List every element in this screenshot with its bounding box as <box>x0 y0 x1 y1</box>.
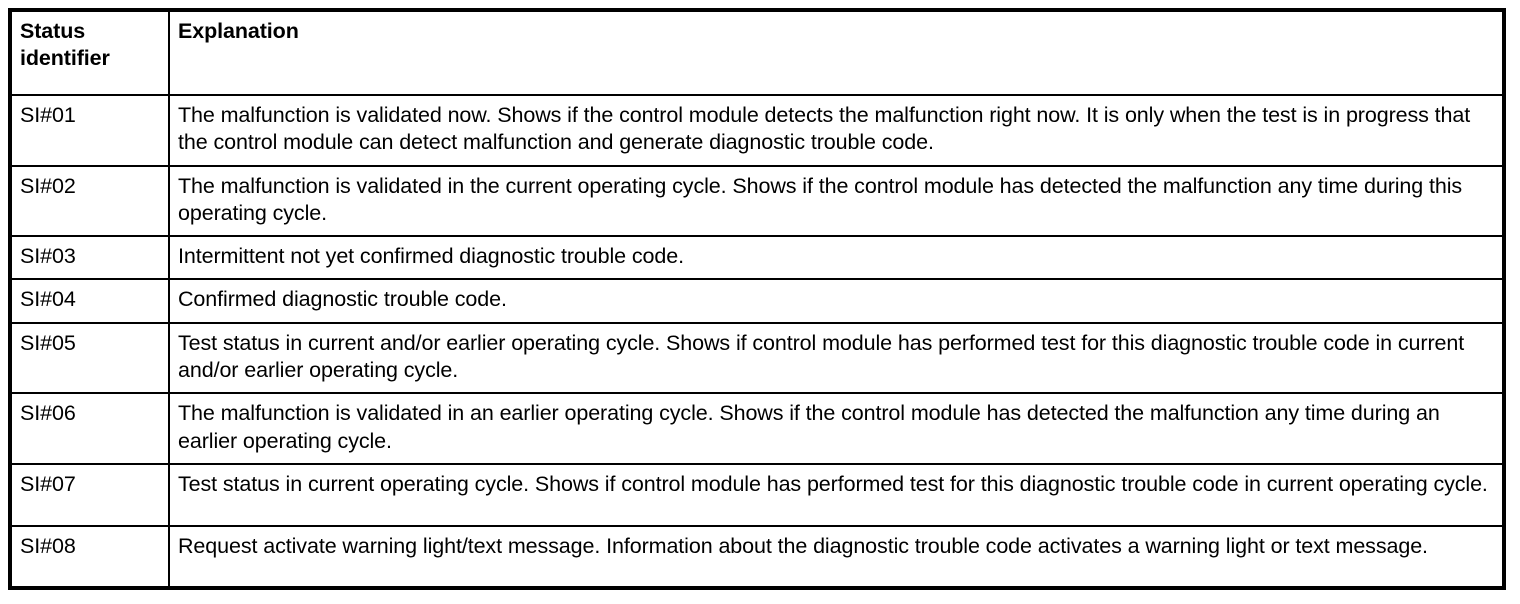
column-header-status-identifier-line2: identifier <box>20 46 110 71</box>
table-row: SI#05 Test status in current and/or earl… <box>10 321 1504 395</box>
table-row: SI#03 Intermittent not yet confirmed dia… <box>10 235 1504 281</box>
explanation-value: Intermittent not yet confirmed diagnosti… <box>178 244 684 269</box>
explanation-value: The malfunction is validated in the curr… <box>178 173 1463 225</box>
status-identifier-value: SI#04 <box>20 287 76 312</box>
explanation-value: Confirmed diagnostic trouble code. <box>178 287 507 312</box>
explanation-cell: Intermittent not yet confirmed diagnosti… <box>168 235 1504 281</box>
table-row: SI#08 Request activate warning light/tex… <box>10 524 1504 588</box>
table-header-row: Status identifier Explanation <box>10 10 1504 96</box>
explanation-value: Request activate warning light/text mess… <box>178 533 1428 558</box>
status-identifier-value: SI#06 <box>20 401 76 426</box>
table-row: SI#06 The malfunction is validated in an… <box>10 392 1504 465</box>
explanation-value: The malfunction is validated in an earli… <box>178 401 1440 453</box>
table-row: SI#04 Confirmed diagnostic trouble code. <box>10 278 1504 324</box>
column-header-explanation-label: Explanation <box>178 19 299 43</box>
explanation-value: Test status in current and/or earlier op… <box>178 330 1465 383</box>
table-row: SI#02 The malfunction is validated in th… <box>10 164 1504 238</box>
status-identifier-value: SI#07 <box>20 471 76 496</box>
explanation-cell: The malfunction is validated now. Shows … <box>168 94 1504 167</box>
explanation-cell: Test status in current and/or earlier op… <box>168 321 1504 395</box>
status-identifier-value: SI#02 <box>20 173 76 198</box>
explanation-cell: Test status in current operating cycle. … <box>168 462 1504 527</box>
status-identifier-value: SI#05 <box>20 330 76 355</box>
table-body: SI#01 The malfunction is validated now. … <box>10 94 1504 588</box>
column-header-status-identifier: Status identifier <box>10 10 170 96</box>
status-identifier-cell: SI#06 <box>10 392 170 465</box>
explanation-cell: Confirmed diagnostic trouble code. <box>168 278 1504 324</box>
table-row: SI#01 The malfunction is validated now. … <box>10 94 1504 167</box>
explanation-cell: The malfunction is validated in an earli… <box>168 392 1504 465</box>
explanation-value: Test status in current operating cycle. … <box>178 471 1488 496</box>
explanation-cell: Request activate warning light/text mess… <box>168 524 1504 588</box>
explanation-cell: The malfunction is validated in the curr… <box>168 164 1504 238</box>
status-identifier-value: SI#01 <box>20 103 76 127</box>
table-header: Status identifier Explanation <box>10 10 1504 96</box>
column-header-status-identifier-line1: Status <box>20 19 86 43</box>
status-identifier-cell: SI#03 <box>10 235 170 281</box>
status-identifier-value: SI#03 <box>20 244 76 269</box>
status-identifier-cell: SI#02 <box>10 164 170 238</box>
status-identifier-cell: SI#04 <box>10 278 170 324</box>
column-header-explanation: Explanation <box>168 10 1504 96</box>
table-row: SI#07 Test status in current operating c… <box>10 462 1504 527</box>
status-identifier-cell: SI#07 <box>10 462 170 527</box>
status-identifier-value: SI#08 <box>20 533 76 558</box>
status-identifier-cell: SI#05 <box>10 321 170 395</box>
status-identifier-table: Status identifier Explanation SI#01 The … <box>8 8 1506 590</box>
status-identifier-cell: SI#01 <box>10 94 170 167</box>
status-identifier-cell: SI#08 <box>10 524 170 588</box>
explanation-value: The malfunction is validated now. Shows … <box>178 103 1471 155</box>
